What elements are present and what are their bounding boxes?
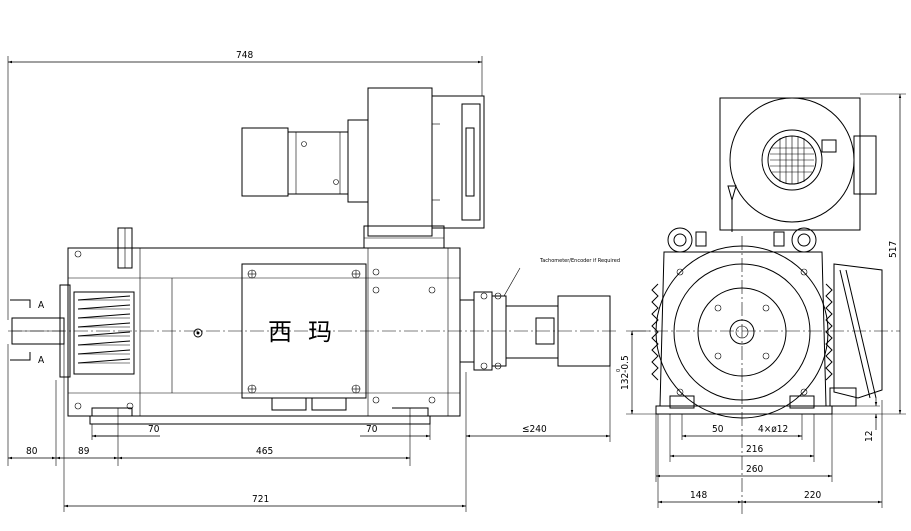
dim-240: ≤240 xyxy=(522,424,547,435)
dim-260: 260 xyxy=(746,464,763,475)
dim-holes: 4×ø12 xyxy=(758,424,788,435)
dimension-lines: 748 80 89 465 70 70 721 ≤240 517 xyxy=(7,50,906,512)
dim-12: 12 xyxy=(864,431,875,442)
dim-220: 220 xyxy=(804,490,821,501)
section-a-top: A xyxy=(38,300,45,311)
dim-89: 89 xyxy=(78,446,90,457)
dim-148: 148 xyxy=(690,490,707,501)
dim-132: 132-0.5 xyxy=(620,355,631,390)
tachometer xyxy=(459,267,611,371)
brand-char-2: 玛 xyxy=(308,318,332,346)
dim-748: 748 xyxy=(236,50,253,61)
front-frame xyxy=(659,251,827,407)
dim-517: 517 xyxy=(888,241,899,258)
dim-721: 721 xyxy=(252,494,269,505)
dim-80: 80 xyxy=(26,446,38,457)
blower-fan xyxy=(241,87,485,249)
tacho-note: Tachometer/Encoder if Required xyxy=(539,258,620,264)
louver-grille xyxy=(73,291,135,375)
fan-grille-icon xyxy=(770,136,814,184)
dim-465: 465 xyxy=(256,446,273,457)
dim-70-right: 70 xyxy=(366,424,378,435)
brand-char-1: 西 xyxy=(268,318,292,346)
dim-132-tol: 0 xyxy=(616,369,622,372)
dim-70-left: 70 xyxy=(148,424,160,435)
section-a-bottom: A xyxy=(38,355,45,366)
front-view xyxy=(632,97,900,516)
side-view: 西 玛 xyxy=(8,87,620,425)
dim-216: 216 xyxy=(746,444,763,455)
dim-50: 50 xyxy=(712,424,724,435)
